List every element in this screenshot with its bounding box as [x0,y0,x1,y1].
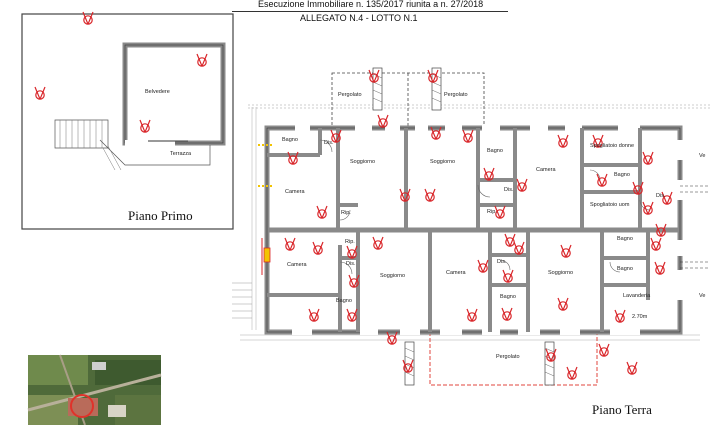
header-subtitle: ALLEGATO N.4 - LOTTO N.1 [300,13,418,23]
label-edge-2: Ve [699,293,705,299]
label-soggiorno-4: Soggiorno [548,270,573,276]
label-bagno-2: Bagno [487,148,503,154]
label-dis-2: Dis. [504,187,514,193]
label-terrazza: Terrazza [170,151,192,157]
label-camera-2: Camera [536,167,557,173]
label-bagno-7: Bagno [500,294,516,300]
label-pergolato-bottom: Pergolato [496,354,520,360]
label-edge-1: Ve [699,153,705,159]
label-rip-2: Rip. [487,209,497,215]
label-bagno-3: Bagno [614,172,630,178]
label-pergolato-left: Pergolato [338,92,362,98]
photo-markers [34,11,673,380]
label-soggiorno-1: Soggiorno [350,159,375,165]
label-camera-4: Camera [446,270,467,276]
label-soggiorno-2: Soggiorno [430,159,455,165]
label-dis-3: Dis. [656,193,666,199]
label-bagno-6: Bagno [336,298,352,304]
label-lavanderia: Lavanderia [623,293,651,299]
label-dis-1: Dis. [324,140,334,146]
label-dis-4: Dis. [346,261,356,267]
label-bagno-4: Bagno [617,236,633,242]
first-floor-plan [54,42,226,171]
label-height-note: 2.70m [632,314,648,320]
label-camera-3: Camera [287,262,308,268]
label-pergolato-right: Pergolato [444,92,468,98]
caption-ground-floor: Piano Terra [592,402,652,417]
site-aerial-photo [27,354,162,425]
header-rule [232,11,508,12]
header-title: Esecuzione Immobiliare n. 135/2017 riuni… [258,0,484,9]
label-rip-3: Rip. [345,239,355,245]
label-soggiorno-3: Soggiorno [380,273,405,279]
label-dis-5: Dis. [497,259,507,265]
label-bagno-1: Bagno [282,137,298,143]
label-rip-1: Rip. [341,210,351,216]
label-spogliatoio-uomini: Spogliatoio uom [590,202,630,208]
label-belvedere: Belvedere [145,89,170,95]
label-camera-1: Camera [285,189,306,195]
caption-first-floor: Piano Primo [128,208,193,223]
label-bagno-5: Bagno [617,266,633,272]
first-floor-frame [21,13,234,230]
label-spogliatoio-donne: Spogliatoio donne [590,143,634,149]
